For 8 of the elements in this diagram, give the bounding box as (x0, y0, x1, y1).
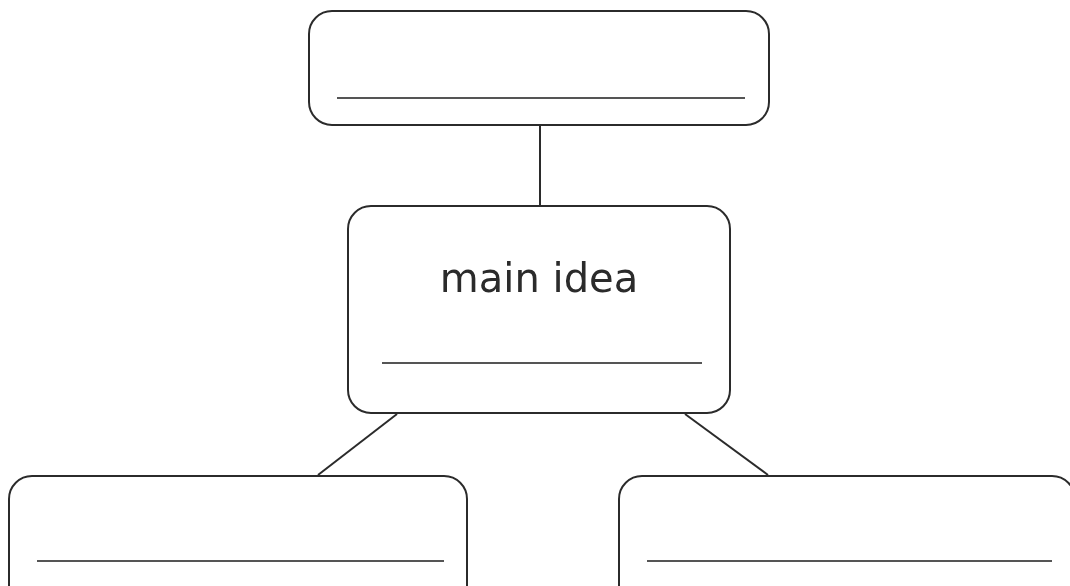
idea-box (347, 205, 731, 414)
connector-line (317, 413, 398, 476)
connector-line (684, 413, 769, 476)
empty-box (308, 10, 770, 126)
empty-box (618, 475, 1070, 586)
empty-box (8, 475, 468, 586)
idea-label: main idea (438, 255, 640, 301)
connector-line (539, 125, 541, 206)
